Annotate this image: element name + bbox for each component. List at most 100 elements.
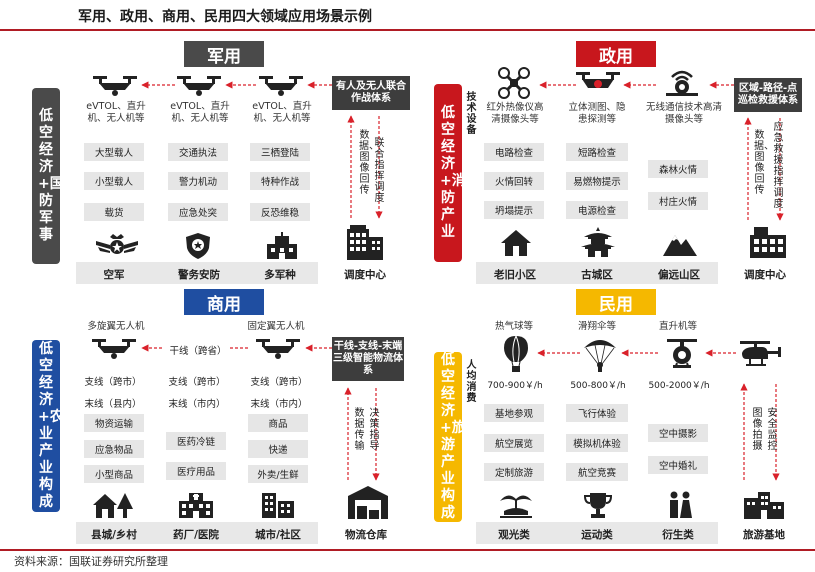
commercial-drone-left-caption: 多旋翼无人机 <box>87 321 145 332</box>
trophy-icon <box>578 490 618 520</box>
military-command-text: 联合指挥调度 <box>374 138 385 204</box>
military-item: 反恐维稳 <box>250 203 310 221</box>
gov-bottom-label: 老旧小区 <box>494 269 536 281</box>
civil-vertical-arrows <box>740 383 780 481</box>
commercial-band: 低空经济+农业产业构成 <box>32 340 64 512</box>
gov-item: 坍塌提示 <box>484 201 544 219</box>
gov-bottom-strip <box>476 262 718 284</box>
commercial-bottom-label: 药厂/医院 <box>173 529 219 541</box>
gov-upload-text: 数据、图像回传 <box>754 130 774 196</box>
military-vertical-arrows <box>347 115 383 219</box>
military-drone-caption: eVTOL、直升机、无人机等 <box>86 101 146 124</box>
civil-price: 500-2000￥/h <box>648 381 710 391</box>
commercial-bottom-strip <box>76 522 318 544</box>
paraglider-icon <box>582 334 618 374</box>
gov-item: 森林火情 <box>648 160 708 178</box>
military-system-box: 有人及无人联合作战体系 <box>332 76 410 110</box>
military-item: 应急处突 <box>168 203 228 221</box>
civil-bottom-label: 衍生类 <box>662 529 694 541</box>
helicopter-icon <box>660 336 704 372</box>
gov-bottom-label: 偏远山区 <box>658 269 700 281</box>
gov-item: 电路检查 <box>484 143 544 161</box>
gov-band: 低空经济+消防产业 <box>434 84 466 262</box>
military-base-icon <box>262 232 302 260</box>
beach-icon <box>496 490 536 520</box>
commercial-item: 医疗用品 <box>166 462 226 480</box>
commercial-title: 商用 <box>184 289 264 315</box>
city-icon <box>256 488 300 520</box>
commercial-system-box: 干线-支线-末端三级智能物流体系 <box>332 337 404 381</box>
house-icon <box>498 228 534 258</box>
military-bottom-label: 空军 <box>103 269 125 281</box>
gov-item: 易燃物提示 <box>566 172 628 190</box>
civil-bottom-label: 观光类 <box>498 529 530 541</box>
wireless-drone-icon <box>658 66 706 100</box>
civil-price: 500-800￥/h <box>570 381 626 391</box>
military-drone-caption: eVTOL、直升机、无人机等 <box>170 101 230 124</box>
commercial-item: 快递 <box>248 440 308 458</box>
helicopter-icon <box>736 336 784 372</box>
bottom-rule <box>0 549 815 551</box>
military-item: 特种作战 <box>250 172 310 190</box>
civil-item: 航空展览 <box>484 434 544 452</box>
hot-air-balloon-icon <box>498 334 534 374</box>
civil-title: 民用 <box>576 289 656 315</box>
military-band: 低空经济+国防军事 <box>32 88 64 264</box>
commercial-command-text: 决策指导 <box>369 408 380 452</box>
gov-title: 政用 <box>576 41 656 67</box>
civil-monitor-text: 安全监控 <box>767 408 778 452</box>
commercial-end-label: 末线（市内） <box>250 399 308 410</box>
military-upload-text: 数据、图像回传 <box>359 130 379 196</box>
military-bottom-strip <box>76 262 318 284</box>
commercial-bottom-label: 物流仓库 <box>345 529 387 541</box>
civil-photo-text: 图像拍摄 <box>752 408 763 452</box>
drone-icon <box>256 72 306 98</box>
top-rule <box>0 29 815 31</box>
civil-item: 空中婚礼 <box>648 456 708 474</box>
civil-item: 航空竞赛 <box>566 463 628 481</box>
drone-icon <box>90 72 140 98</box>
footer-source: 资料来源：国联证券研究所整理 <box>14 555 168 568</box>
commercial-branch-label: 支线（跨市） <box>84 377 142 388</box>
pagoda-icon <box>578 226 618 258</box>
mountain-icon <box>660 228 700 258</box>
civil-aircraft-caption: 热气球等 <box>494 321 533 332</box>
civil-side-label: 人均消费 <box>466 360 477 404</box>
gov-vertical-arrows <box>744 117 784 221</box>
civil-aircraft-arrows <box>537 349 736 357</box>
commercial-drone-right-caption: 固定翼无人机 <box>247 321 305 332</box>
drone-icon <box>252 335 304 361</box>
commercial-end-label: 末线（市内） <box>168 399 226 410</box>
gov-drone-caption: 无线通信技术高清摄像头等 <box>645 102 722 125</box>
commercial-item: 小型商品 <box>84 465 144 483</box>
commercial-upload-text: 数据传输 <box>354 408 365 452</box>
commercial-item: 商品 <box>248 414 308 432</box>
drone-icon <box>494 66 534 100</box>
gov-bottom-label: 调度中心 <box>744 269 786 281</box>
civil-item: 空中摄影 <box>648 424 708 442</box>
gov-item: 村庄火情 <box>648 192 708 210</box>
commercial-item: 物资运输 <box>84 414 144 432</box>
village-icon <box>88 490 138 520</box>
gov-item: 电源检查 <box>566 201 628 219</box>
civil-aircraft-caption: 直升机等 <box>658 321 697 332</box>
civil-item: 飞行体验 <box>566 404 628 422</box>
civil-bottom-strip <box>476 522 718 544</box>
gov-side-label: 技术设备 <box>466 92 477 136</box>
civil-price: 700-900￥/h <box>487 381 543 391</box>
drone-icon <box>174 72 224 98</box>
commercial-branch-label: 支线（跨市） <box>168 377 226 388</box>
civil-bottom-label: 运动类 <box>581 529 613 541</box>
military-bottom-label: 多军种 <box>264 269 296 281</box>
commercial-end-label: 末线（县内） <box>84 399 142 410</box>
warehouse-icon <box>344 482 392 522</box>
commercial-bottom-label: 城市/社区 <box>255 529 301 541</box>
drone-icon <box>574 68 622 98</box>
military-drone-arrows <box>141 81 332 89</box>
gov-drone-caption: 立体测图、隐患探测等 <box>568 102 626 125</box>
civil-item: 定制旅游 <box>484 463 544 481</box>
page-title: 军用、政用、商用、民用四大领域应用场景示例 <box>78 9 372 25</box>
commercial-bottom-label: 县城/乡村 <box>91 529 137 541</box>
civil-bottom-label: 旅游基地 <box>743 529 785 541</box>
military-bottom-label: 调度中心 <box>344 269 386 281</box>
